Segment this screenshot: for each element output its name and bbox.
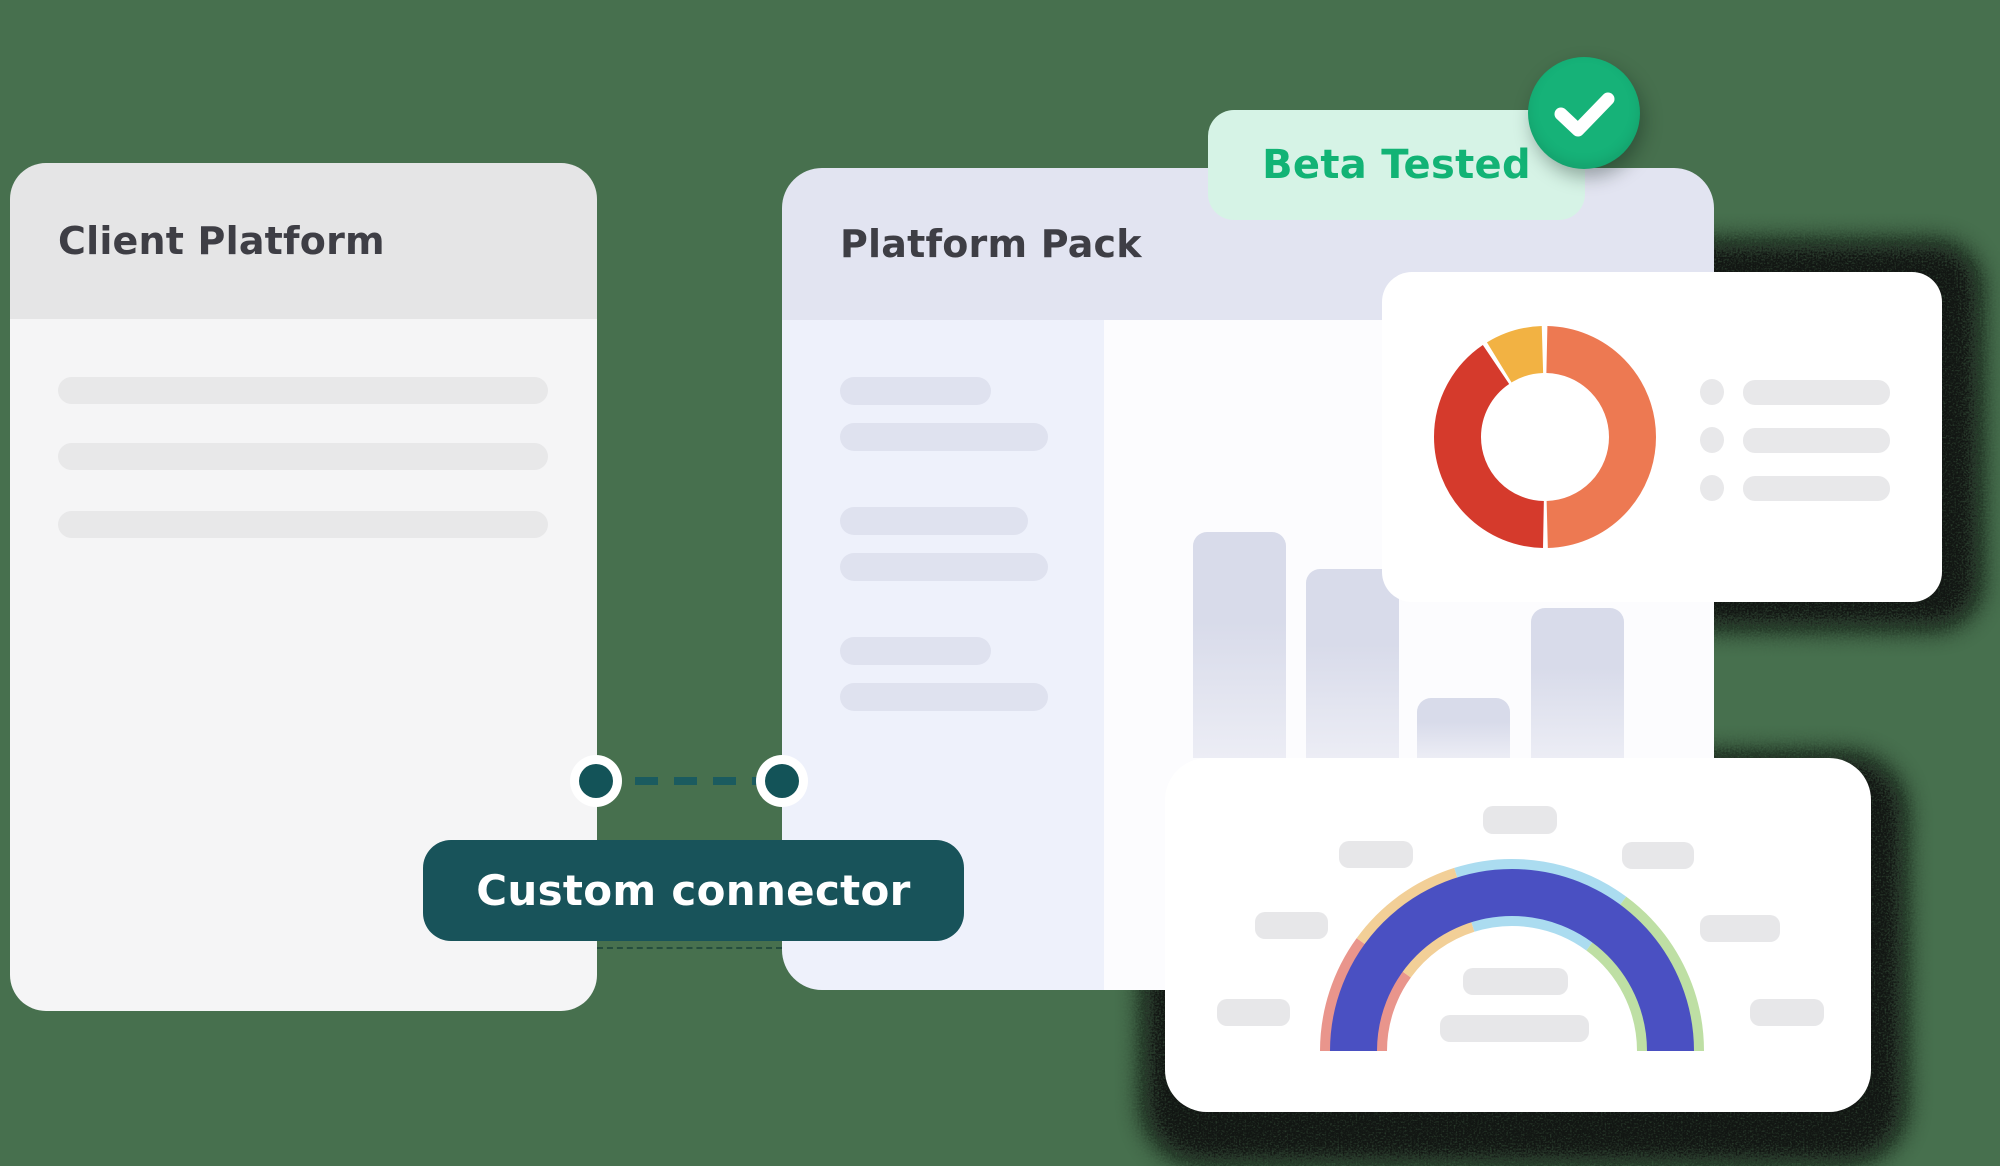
donut-chart xyxy=(1434,326,1656,548)
legend-dot-icon xyxy=(1700,379,1724,405)
skeleton-bar xyxy=(1306,569,1399,758)
skeleton-bar xyxy=(1417,698,1510,758)
sidebar-skeleton-line xyxy=(840,553,1048,581)
rainbow-chart-panel xyxy=(1165,758,1871,1112)
rainbow-skeleton-pill xyxy=(1440,1015,1589,1042)
skeleton-bar xyxy=(1193,532,1286,758)
skeleton-line xyxy=(58,511,548,538)
sidebar-skeleton-line xyxy=(840,423,1048,451)
sidebar-skeleton-line xyxy=(840,507,1028,535)
legend-skeleton-bar xyxy=(1743,380,1890,405)
skeleton-line xyxy=(58,443,548,470)
rainbow-skeleton-pill xyxy=(1700,915,1780,942)
custom-connector-pill: Custom connector xyxy=(423,840,964,941)
rainbow-skeleton-pill xyxy=(1483,806,1557,834)
legend-dot-icon xyxy=(1700,427,1724,453)
custom-connector-label: Custom connector xyxy=(476,866,911,915)
connector-dot-left-icon xyxy=(570,755,622,807)
skeleton-bar xyxy=(1531,608,1624,758)
donut-segment-red xyxy=(1434,326,1656,548)
sidebar-skeleton-line xyxy=(840,377,991,405)
client-platform-card: Client Platform xyxy=(10,163,597,1011)
beta-tested-label: Beta Tested xyxy=(1262,142,1531,188)
rainbow-skeleton-pill xyxy=(1217,999,1290,1026)
skeleton-line xyxy=(58,377,548,404)
legend-skeleton-bar xyxy=(1743,428,1890,453)
legend-skeleton-bar xyxy=(1743,476,1890,501)
connector-underline-dashes xyxy=(597,947,782,949)
sidebar-skeleton-line xyxy=(840,637,991,665)
sidebar-skeleton-line xyxy=(840,683,1048,711)
connector-dot-right-icon xyxy=(756,755,808,807)
rainbow-arch-chart xyxy=(1320,859,1704,1052)
check-icon xyxy=(1554,92,1615,137)
connector-line xyxy=(570,755,808,807)
rainbow-skeleton-pill xyxy=(1255,912,1328,939)
client-card-title: Client Platform xyxy=(58,219,385,263)
arch-blue-band xyxy=(1330,869,1694,1052)
beta-tested-badge: Beta Tested xyxy=(1208,110,1585,220)
client-card-header xyxy=(10,163,597,319)
donut-chart-panel xyxy=(1382,272,1942,602)
rainbow-skeleton-pill xyxy=(1339,841,1413,868)
platform-card-title: Platform Pack xyxy=(840,222,1142,266)
rainbow-skeleton-pill xyxy=(1463,968,1568,995)
rainbow-skeleton-pill xyxy=(1622,842,1694,869)
legend-dot-icon xyxy=(1700,475,1724,501)
rainbow-skeleton-pill xyxy=(1750,999,1824,1026)
check-circle xyxy=(1528,57,1640,169)
donut-segment-orange xyxy=(1434,326,1656,548)
